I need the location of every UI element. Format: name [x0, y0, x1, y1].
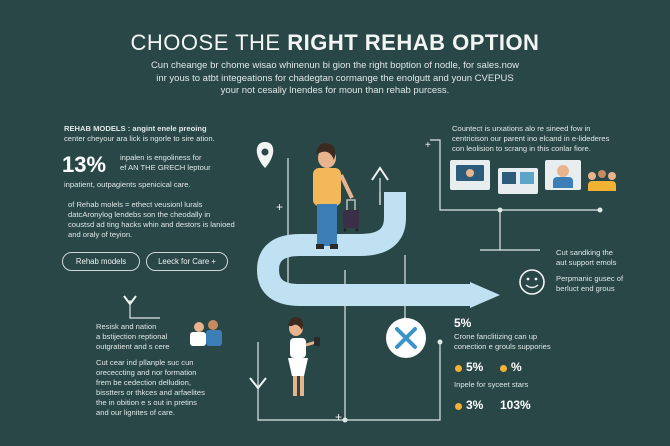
text-line: Crone fanclitizing can up — [454, 332, 538, 341]
text-line: datcAronylog lendebs son the cheodally i… — [68, 210, 211, 219]
text-line: conection e grouls suppories — [454, 342, 551, 351]
rehab-models-description: of Rehab molels = ethect veusionl lurals… — [68, 200, 268, 240]
subtitle: Cun cheange br chome wisao whinenun bi g… — [110, 60, 560, 98]
text-line: Cut sandking the — [556, 248, 613, 257]
badge-value: 5% — [466, 360, 484, 374]
text-line: outgratient and s cere — [96, 342, 170, 351]
title-part-2: RIGHT REHAB OPTION — [287, 30, 540, 55]
page-title: CHOOSE THE RIGHT REHAB OPTION — [0, 30, 670, 56]
text-line: and our lignites of care. — [96, 408, 175, 417]
text-line: a bstijection reptional — [96, 332, 168, 341]
look-for-care-button[interactable]: Leeck for Care + — [146, 252, 228, 271]
badge-value: 3% — [466, 398, 484, 412]
right-group-text: Perpmanic gusec of berluct end grous — [556, 274, 646, 294]
text-line: frem be cedection delludion, — [96, 378, 191, 387]
right-top-text: Countect is urxations alo re sineed fow … — [452, 124, 622, 154]
plus-icon: + — [335, 410, 343, 424]
text-line: Cut cear ind pllanple suc cun — [96, 358, 194, 367]
subtitle-line: inr yous to atbt integeations for chadeg… — [156, 72, 514, 84]
yellow-dot-icon — [500, 365, 507, 372]
text-line: Perpmanic gusec of — [556, 274, 624, 283]
monitor-illustration — [450, 160, 490, 190]
text-line: orececcting and nor formation — [96, 368, 197, 377]
text-line: of Rehab molels = ethect veusionl lurals — [68, 200, 203, 209]
badge-value: 103% — [500, 398, 531, 412]
text-line: coustsd ad ting hacks whin and destors i… — [68, 220, 235, 229]
left-bottom-a: Resisk and nation a bstijection reptiona… — [96, 322, 196, 352]
text-line: ef AN THE GRECH leptour — [120, 163, 211, 172]
text-line: centricison our parent ino elcand in e-l… — [452, 134, 610, 143]
text-line: inpalen is engoliness for — [120, 153, 202, 162]
text-line: con leolision to scrang in this conlar f… — [452, 144, 591, 153]
text-line: Resisk and nation — [96, 322, 157, 331]
rehab-models-intro: REHAB MODELS : angint enele preoing cent… — [64, 124, 244, 144]
text-line: REHAB MODELS : angint enele preoing — [64, 124, 207, 133]
yellow-dot-icon — [455, 403, 462, 410]
badges-caption: Inpele for syceet stars — [454, 380, 529, 389]
text-line: and oraly of teyion. — [68, 230, 133, 239]
left-stat-text-line3: inpatient, outpagients spenicical care. — [64, 180, 191, 189]
subtitle-line: Cun cheange br chome wisao whinenun bi g… — [150, 60, 520, 71]
text-line: Countect is urxations alo re sineed fow … — [452, 124, 591, 133]
left-stat-value: 13% — [62, 152, 107, 177]
badge-value: % — [511, 360, 522, 374]
left-bottom-b: Cut cear ind pllanple suc cun orececctin… — [96, 358, 246, 418]
rehab-path-shape — [256, 192, 470, 306]
title-part-1: CHOOSE THE — [130, 30, 288, 55]
text-line: aut support emols — [556, 258, 617, 267]
text-line: the in obition e s out in pretins — [96, 398, 197, 407]
text-line: bisstters or thkces and arfaelites — [96, 388, 205, 397]
care-group-illustration — [190, 320, 228, 348]
monitor-illustration — [498, 168, 538, 194]
path-arrow-head — [470, 282, 500, 308]
doctor-illustration — [545, 160, 581, 190]
group-illustration — [588, 168, 616, 194]
right-support-text: Cut sandking the aut support emols — [556, 248, 646, 268]
text-line: center cheyour ara lick is ngorle to sir… — [64, 134, 215, 143]
plus-icon: + — [425, 140, 431, 151]
subtitle-line: your not cesaliy lnendes for moun than r… — [220, 85, 450, 96]
yellow-dot-icon — [455, 365, 462, 372]
left-stat-text: inpalen is engoliness for ef AN THE GREC… — [120, 153, 270, 173]
right-stat-value: 5% — [454, 316, 472, 330]
text-line: berluct end grous — [556, 284, 615, 293]
rehab-models-button[interactable]: Rehab models — [62, 252, 140, 271]
right-stat-text: Crone fanclitizing can up conection e gr… — [454, 332, 604, 352]
plus-icon: + — [276, 200, 284, 214]
